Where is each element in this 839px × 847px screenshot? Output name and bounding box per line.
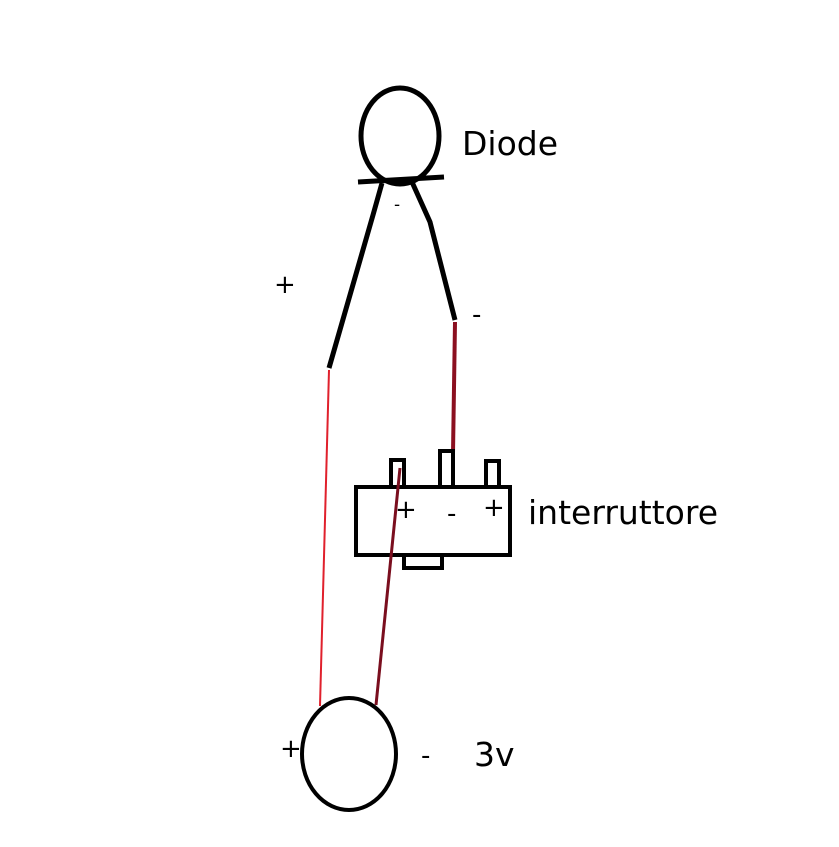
switch-plus-right: + [483,493,505,523]
diode-label: Diode [462,124,558,163]
minus-sign-diode: - [394,195,400,215]
diode-leg-left [326,182,385,369]
switch-terminal-middle [438,449,455,489]
minus-sign-right-wire: - [472,300,481,330]
wire-positive [319,369,330,707]
wire-to-switch [374,467,402,706]
switch-plus-left: + [395,495,417,525]
diode-base [357,174,445,185]
switch-slider [402,555,444,570]
diode-leg-right [409,180,458,321]
diode-bulb [358,85,442,187]
battery-label: 3v [474,735,515,774]
switch-terminal-right [484,459,501,489]
switch-body [354,485,512,557]
plus-sign-left-wire: + [274,270,296,300]
switch-minus: - [447,499,456,529]
wire-negative [451,321,457,454]
battery-minus: - [421,741,430,771]
switch-label: interruttore [528,493,718,532]
battery-body [300,696,398,812]
battery-plus: + [280,734,302,764]
